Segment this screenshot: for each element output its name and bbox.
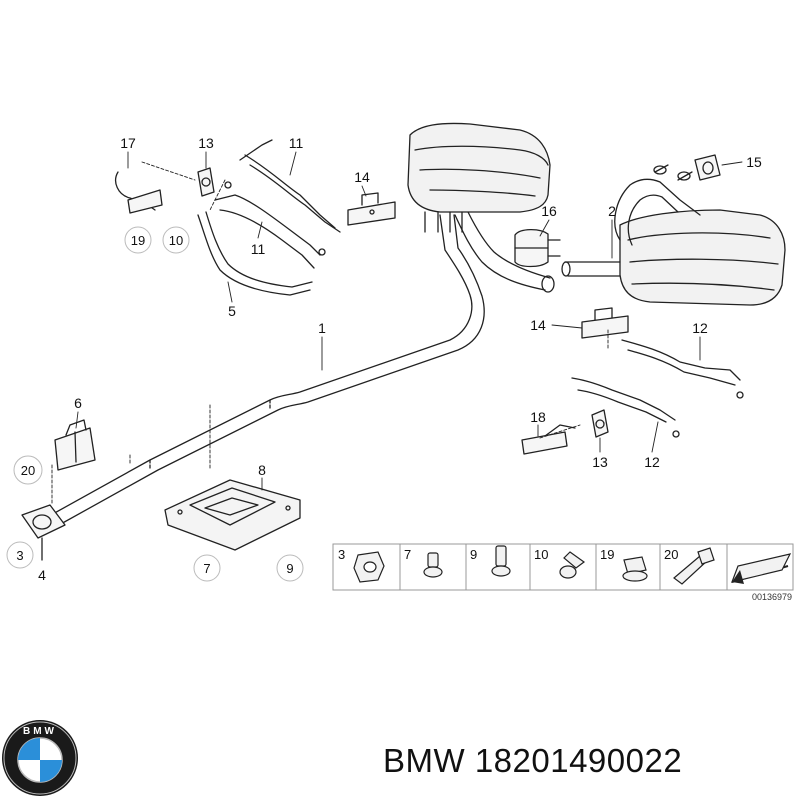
callout-8: 8 bbox=[258, 462, 266, 478]
exhaust-pipe bbox=[41, 211, 555, 531]
hardware-legend: 3 7 9 10 19 20 bbox=[332, 543, 794, 591]
callout-10: 10 bbox=[169, 233, 183, 248]
callout-2: 2 bbox=[608, 203, 616, 219]
dashed-guides bbox=[51, 161, 609, 506]
flange-nut-icon bbox=[622, 556, 648, 582]
callout-16: 16 bbox=[541, 203, 557, 219]
rubber-13-top bbox=[197, 167, 215, 197]
rubber-13-bottom bbox=[591, 409, 609, 438]
flange-4 bbox=[21, 504, 66, 561]
callout-3: 3 bbox=[16, 548, 23, 563]
strap-5 bbox=[197, 211, 313, 296]
bmw-logo: BMW bbox=[2, 720, 78, 796]
callout-9: 9 bbox=[286, 561, 293, 576]
bracket-11 bbox=[214, 139, 341, 269]
nut-icon bbox=[353, 551, 385, 583]
rear-muffler bbox=[561, 164, 786, 306]
callout-11: 11 bbox=[289, 135, 304, 151]
callout-12: 12 bbox=[644, 454, 660, 470]
callout-7: 7 bbox=[203, 561, 210, 576]
callout-19: 19 bbox=[131, 233, 145, 248]
callout-20: 20 bbox=[21, 463, 35, 478]
callout-17: 17 bbox=[120, 135, 136, 151]
leader-lines bbox=[75, 151, 743, 491]
callout-4: 4 bbox=[38, 567, 46, 583]
callout-13: 13 bbox=[592, 454, 608, 470]
legend-label-10: 10 bbox=[534, 547, 548, 562]
bolt-icon bbox=[423, 552, 443, 578]
legend-label-3: 3 bbox=[338, 547, 345, 562]
callout-14: 14 bbox=[354, 169, 370, 185]
screw-icon bbox=[559, 551, 586, 579]
bracket-17 bbox=[115, 171, 163, 214]
hanger-14-right bbox=[581, 307, 629, 339]
hanger-6 bbox=[54, 419, 96, 471]
callout-5: 5 bbox=[228, 303, 236, 319]
callout-14: 14 bbox=[530, 317, 546, 333]
callout-12: 12 bbox=[692, 320, 708, 336]
rubber-mount-15 bbox=[694, 154, 721, 181]
legend-label-19: 19 bbox=[600, 547, 614, 562]
stud-icon bbox=[673, 547, 715, 585]
bracket-12 bbox=[571, 339, 744, 438]
callout-13: 13 bbox=[198, 135, 214, 151]
heat-shield-8 bbox=[164, 479, 301, 551]
center-muffler bbox=[407, 122, 551, 233]
logo-lettering: BMW bbox=[23, 726, 57, 737]
callout-18: 18 bbox=[530, 409, 546, 425]
callout-1: 1 bbox=[318, 320, 326, 336]
legend-label-7: 7 bbox=[404, 547, 411, 562]
callout-11: 11 bbox=[251, 241, 266, 257]
legend-label-20: 20 bbox=[664, 547, 678, 562]
part-caption: BMW 18201490022 bbox=[383, 742, 683, 779]
diagram-reference-number: 00136979 bbox=[752, 592, 792, 602]
bolt-icon bbox=[491, 545, 511, 577]
circled-callouts: 19 10 20 7 9 3 bbox=[6, 226, 304, 582]
clamp-16 bbox=[514, 228, 561, 268]
direction-arrow-icon bbox=[731, 553, 792, 584]
callout-15: 15 bbox=[746, 154, 762, 170]
legend-label-9: 9 bbox=[470, 547, 477, 562]
hanger-14-top bbox=[347, 192, 396, 226]
callout-6: 6 bbox=[74, 395, 82, 411]
